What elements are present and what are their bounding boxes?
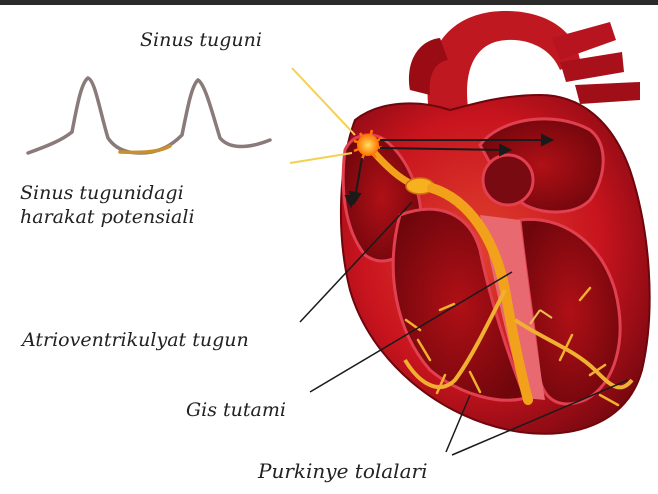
label-sinus-node: Sinus tuguni <box>140 30 262 51</box>
label-his-bundle: Gis tutami <box>186 400 286 421</box>
valve <box>483 155 533 205</box>
label-action-potential-line2: harakat potensiali <box>20 206 195 230</box>
sa-ray-upper <box>292 68 355 135</box>
heart <box>341 11 650 434</box>
label-av-node: Atrioventrikulyat tugun <box>22 330 249 351</box>
vessel-branch-3 <box>575 82 640 104</box>
label-action-potential-line1: Sinus tugunidagi <box>20 182 195 206</box>
vessel-branch-1 <box>552 22 616 60</box>
label-purkinje-fibers: Purkinye tolalari <box>258 460 427 482</box>
label-action-potential: Sinus tugunidagi harakat potensiali <box>20 182 195 230</box>
action-potential-waveform <box>28 78 270 153</box>
top-border <box>0 0 658 5</box>
